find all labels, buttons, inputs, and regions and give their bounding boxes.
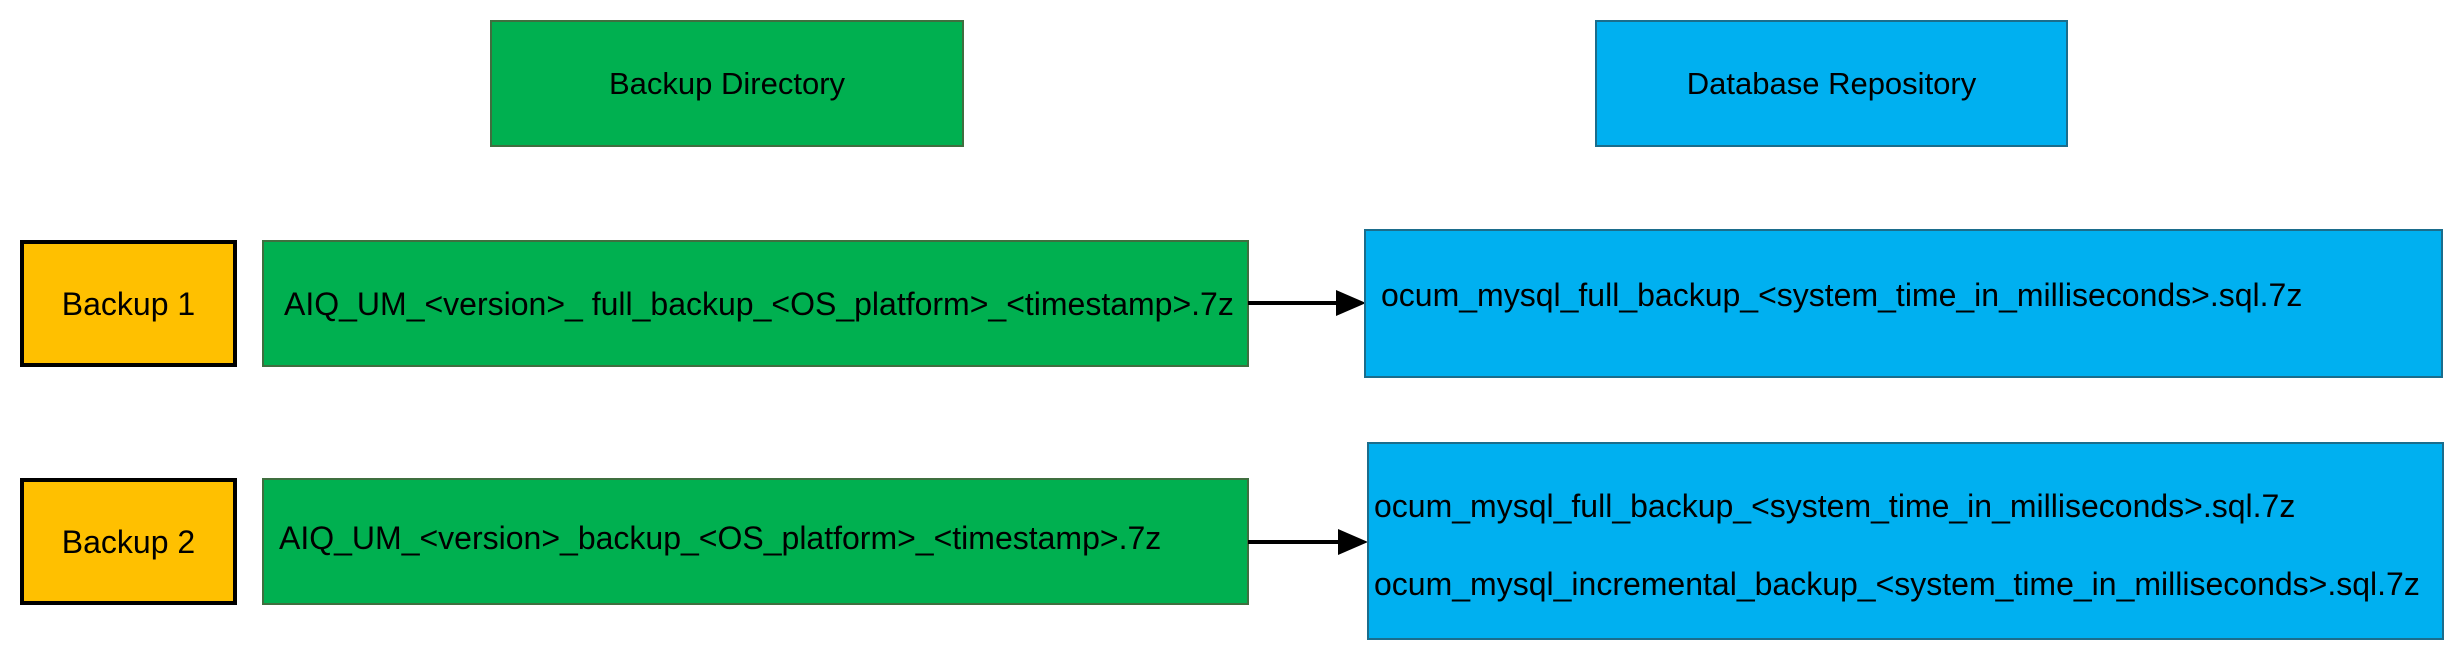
backup-1-file-box: AIQ_UM_<version>_ full_backup_<OS_platfo… — [262, 240, 1249, 367]
backup-1-arrow-head — [1336, 290, 1366, 316]
backup-1-box: Backup 1 — [20, 240, 237, 367]
backup-2-label: Backup 2 — [61, 523, 196, 560]
backup-1-arrow — [1248, 290, 1366, 316]
backup-directory-header: Backup Directory — [490, 20, 964, 147]
backup-2-file-box: AIQ_UM_<version>_backup_<OS_platform>_<t… — [262, 478, 1249, 605]
repository-1-full-backup-file: ocum_mysql_full_backup_<system_time_in_m… — [1381, 277, 2303, 313]
backup-2-arrow — [1248, 529, 1368, 555]
database-repository-header: Database Repository — [1595, 20, 2068, 147]
backup-1-label: Backup 1 — [61, 285, 196, 322]
repository-1-box: ocum_mysql_full_backup_<system_time_in_m… — [1364, 229, 2443, 378]
backup-1-file-name: AIQ_UM_<version>_ full_backup_<OS_platfo… — [284, 286, 1234, 322]
repository-2-incremental-backup-file: ocum_mysql_incremental_backup_<system_ti… — [1374, 566, 2420, 602]
database-repository-label: Database Repository — [1686, 66, 1977, 101]
backup-2-file-name: AIQ_UM_<version>_backup_<OS_platform>_<t… — [279, 520, 1162, 556]
backup-directory-label: Backup Directory — [608, 66, 846, 101]
repository-2-box: ocum_mysql_full_backup_<system_time_in_m… — [1367, 442, 2444, 640]
backup-2-arrow-head — [1338, 529, 1368, 555]
repository-2-full-backup-file: ocum_mysql_full_backup_<system_time_in_m… — [1374, 488, 2296, 524]
backup-2-box: Backup 2 — [20, 478, 237, 605]
